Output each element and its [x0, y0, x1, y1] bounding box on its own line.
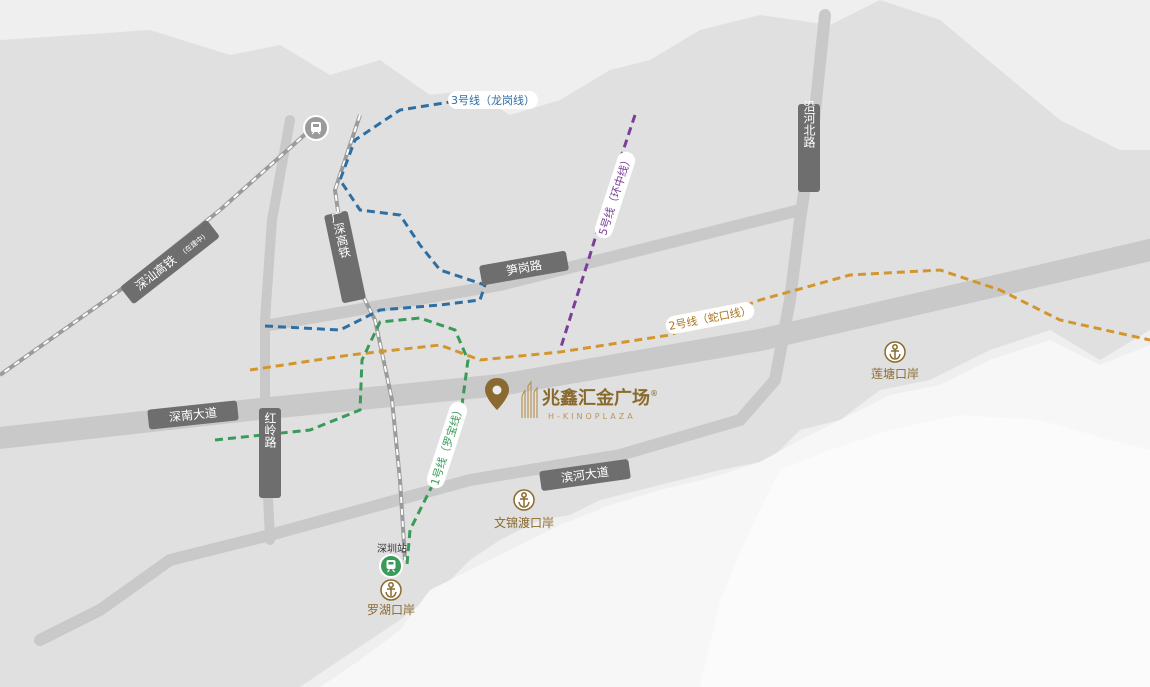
anchor-icon-wenjindu: [513, 489, 535, 511]
road-label-shennan-text: 深南大道: [168, 405, 217, 425]
project-name-en: H-KINOPLAZA: [548, 412, 636, 421]
metro-line-1: [214, 316, 470, 566]
metro-label-line3: 3号线（龙岗线）: [448, 91, 538, 109]
railway-label-guangshen: 广深高铁: [324, 209, 366, 303]
road-label-yanhe-text: 沿河北路: [802, 100, 816, 149]
port-label-luohu: 罗湖口岸: [367, 602, 415, 617]
road-label-sungang-text: 笋岗路: [505, 257, 543, 278]
port-label-wenjindu: 文锦渡口岸: [494, 515, 554, 530]
railway-guangshen-dash: [333, 114, 406, 561]
location-pin-icon: [485, 378, 509, 410]
anchor-icon-liantang: [884, 341, 906, 363]
road-sungang: [264, 204, 806, 331]
project-name-cn: 兆鑫汇金广场: [542, 387, 650, 409]
road-label-shennan: 深南大道: [147, 400, 239, 430]
anchor-icon-luohu: [380, 579, 402, 601]
road-label-hongling: 红岭路: [259, 408, 281, 498]
road-label-yanhe: 沿河北路: [798, 100, 820, 192]
road-label-hongling-text: 红岭路: [263, 411, 277, 449]
tower-logo-icon: [521, 380, 538, 418]
port-label-liantang: 莲塘口岸: [871, 366, 919, 381]
water-highlight: [700, 415, 1150, 687]
train-icon: [303, 115, 329, 141]
metro-line-5: [558, 114, 637, 351]
road-label-binhe-text: 滨河大道: [560, 464, 610, 486]
metro-label-line3-text: 3号线（龙岗线）: [451, 93, 535, 107]
metro-station-icon: [379, 554, 403, 578]
project-registered-mark: ®: [650, 389, 658, 398]
metro-line-3: [264, 96, 521, 332]
station-label-shenzhen: 深圳站: [377, 542, 407, 555]
road-label-binhe: 滨河大道: [539, 459, 631, 491]
road-label-sungang: 笋岗路: [479, 250, 569, 286]
road-southwest: [34, 529, 276, 646]
